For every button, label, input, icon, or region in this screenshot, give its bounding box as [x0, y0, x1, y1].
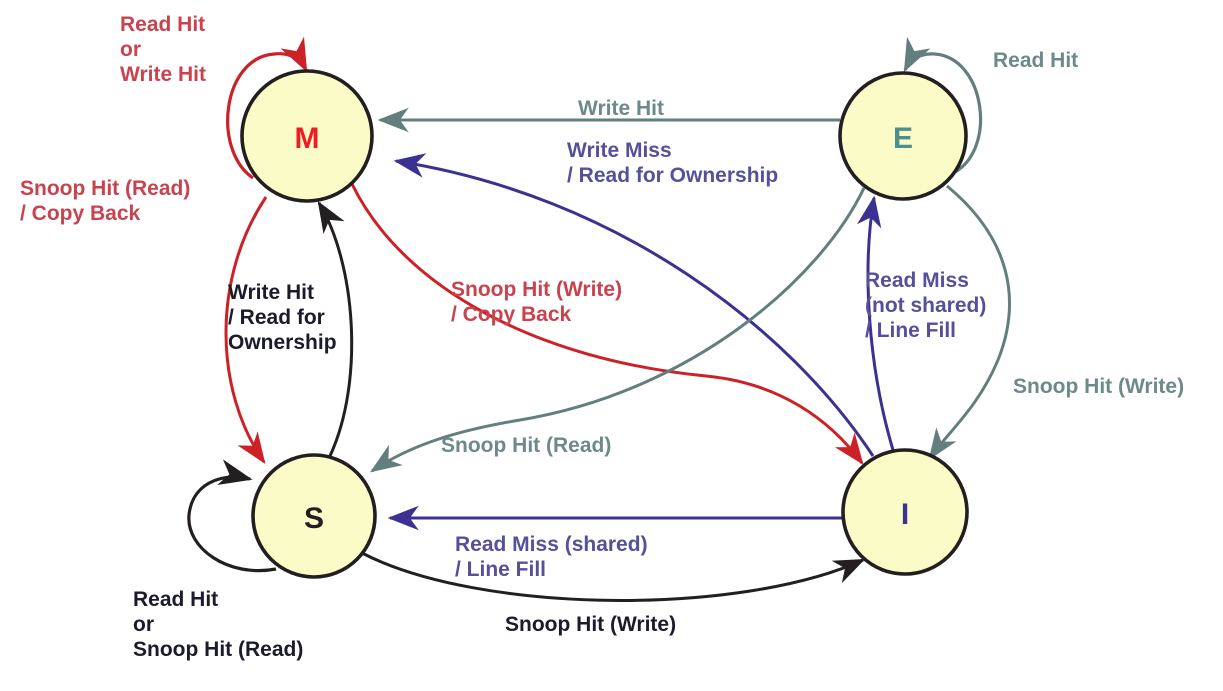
- edge-label-e-to-i: Snoop Hit (Write): [1013, 375, 1185, 398]
- edge-m-self-loop: [226, 36, 308, 180]
- state-label-E: E: [893, 122, 913, 155]
- edge-m-to-i: [350, 183, 864, 465]
- state-label-I: I: [901, 498, 909, 531]
- state-label-S: S: [304, 502, 324, 535]
- edge-label-e-to-m: Write Hit: [578, 97, 664, 120]
- edge-label-e-self: Read Hit: [993, 49, 1079, 72]
- edge-label-m-to-i: Snoop Hit (Write) / Copy Back: [451, 278, 623, 326]
- edge-label-i-to-m: Write Miss / Read for Ownership: [567, 139, 779, 187]
- edge-label-s-to-m: Write Hit / Read for Ownership: [228, 281, 337, 354]
- edge-label-m-to-s: Snoop Hit (Read) / Copy Back: [20, 177, 191, 225]
- edge-label-s-self: Read Hit or Snoop Hit (Read): [133, 588, 304, 661]
- edge-i-to-m: [393, 153, 875, 457]
- edge-e-to-i: [928, 184, 1011, 460]
- edge-label-i-to-s: Read Miss (shared) / Line Fill: [455, 533, 648, 581]
- state-node-E[interactable]: E: [838, 71, 968, 201]
- edge-i-to-e: [857, 195, 895, 451]
- state-node-S[interactable]: S: [251, 453, 377, 579]
- edge-e-self-loop: [903, 36, 983, 174]
- edge-s-self-loop: [187, 459, 277, 573]
- state-node-I[interactable]: I: [841, 448, 969, 576]
- edge-label-m-self: Read Hit or Write Hit: [120, 13, 206, 86]
- edge-label-s-to-i: Snoop Hit (Write): [505, 613, 677, 636]
- state-label-M: M: [295, 122, 320, 155]
- edge-label-e-to-s: Snoop Hit (Read): [441, 434, 612, 457]
- edge-m-to-s: [224, 196, 268, 464]
- edge-s-to-m: [317, 200, 354, 457]
- edge-e-to-s: [370, 187, 866, 473]
- edge-label-i-to-e: Read Miss (not shared) / Line Fill: [865, 269, 987, 342]
- state-node-M[interactable]: M: [240, 69, 374, 203]
- edge-s-to-i: [361, 551, 866, 602]
